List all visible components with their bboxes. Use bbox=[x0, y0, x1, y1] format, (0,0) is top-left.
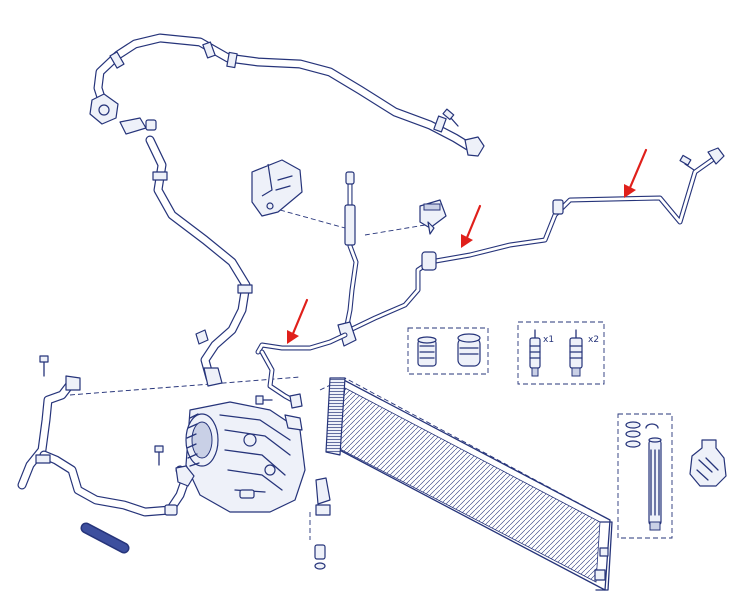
arrow-middle-tube bbox=[287, 298, 309, 344]
left-vertical-hose[interactable] bbox=[145, 135, 253, 383]
valve-qty-single-label: x1 bbox=[543, 335, 555, 345]
middle-connecting-tube[interactable] bbox=[255, 332, 348, 409]
valve-caps-box bbox=[407, 327, 489, 375]
condenser bbox=[315, 377, 613, 591]
compressor-bolt bbox=[154, 445, 164, 466]
drier-seal-rings bbox=[625, 421, 659, 448]
ac-compressor bbox=[185, 401, 306, 513]
central-liquid-tube[interactable] bbox=[337, 171, 433, 347]
receiver-drier-box bbox=[617, 413, 673, 539]
desiccant-bag bbox=[689, 439, 727, 487]
drier-cartridge bbox=[648, 437, 662, 531]
right-discharge-tube[interactable] bbox=[421, 147, 725, 271]
schrader-valve-small bbox=[529, 329, 541, 377]
upper-hose-bolt bbox=[442, 108, 459, 127]
left-hose-fittings bbox=[89, 93, 223, 387]
lower-left-hose[interactable] bbox=[17, 375, 195, 517]
service-valves-box bbox=[517, 321, 605, 385]
valve-cap-ribbed bbox=[417, 336, 437, 367]
valve-qty-double-label: x2 bbox=[588, 335, 600, 345]
middle-tube-bolt bbox=[255, 395, 273, 405]
highlight-arrows bbox=[287, 148, 648, 344]
arrow-liquid-tube bbox=[461, 204, 482, 248]
schrader-valve-large bbox=[569, 329, 583, 377]
arrow-discharge-tube bbox=[624, 148, 648, 198]
mounting-bracket bbox=[251, 159, 303, 217]
upper-suction-hose[interactable] bbox=[93, 33, 485, 157]
right-tube-bolt bbox=[679, 154, 695, 171]
valve-cap-plain bbox=[457, 333, 481, 367]
pressure-sensor bbox=[419, 199, 447, 235]
corrugated-sleeve bbox=[80, 522, 130, 554]
lower-hose-bolt bbox=[39, 355, 49, 377]
condenser-fitting bbox=[314, 544, 326, 570]
